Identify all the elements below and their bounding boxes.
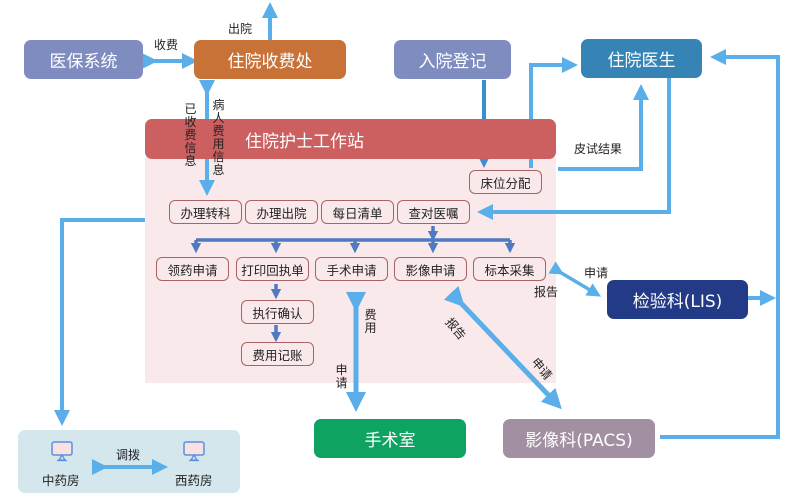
billing-office-node[interactable]: 住院收费处 [194, 40, 346, 79]
task-print-receipt[interactable]: 打印回执单 [236, 257, 309, 281]
doctor-node[interactable]: 住院医生 [581, 39, 702, 78]
edge-skintest-doctor [558, 84, 649, 171]
task-imaging-request[interactable]: 影像申请 [394, 257, 467, 281]
task-daily-list[interactable]: 每日清单 [321, 200, 394, 224]
task-drug-request[interactable]: 领药申请 [156, 257, 229, 281]
admission-node[interactable]: 入院登记 [394, 40, 511, 79]
edge-station-pharmacy [54, 218, 145, 426]
label-transfer: 调拨 [116, 448, 141, 462]
task-check-orders[interactable]: 查对医嘱 [397, 200, 470, 224]
label-surgery-fee: 费用 [364, 308, 377, 335]
label-charge: 收费 [154, 38, 179, 52]
label-lab-request: 申请 [584, 266, 609, 280]
edge-right-loop [660, 49, 780, 439]
label-skin-test-result: 皮试结果 [574, 142, 623, 156]
label-lab-report: 报告 [534, 285, 559, 299]
label-discharge: 出院 [228, 22, 253, 36]
chinese-pharmacy-label[interactable]: 中药房 [42, 473, 80, 488]
task-surgery-request[interactable]: 手术申请 [315, 257, 388, 281]
task-bed-assignment[interactable]: 床位分配 [469, 170, 542, 194]
label-surgery-request: 申请 [335, 363, 348, 390]
task-specimen-collection[interactable]: 标本采集 [473, 257, 546, 281]
western-pharmacy-label[interactable]: 西药房 [175, 473, 213, 488]
lab-node[interactable]: 检验科(LIS) [607, 280, 748, 319]
imaging-node[interactable]: 影像科(PACS) [503, 419, 655, 458]
task-fee-posting[interactable]: 费用记账 [241, 342, 314, 366]
task-execute-confirm[interactable]: 执行确认 [241, 300, 314, 324]
nurse-station-header[interactable]: 住院护士工作站 [145, 119, 556, 159]
label-patient-fee-info: 病人费用信息 [212, 98, 225, 177]
task-transfer-dept[interactable]: 办理转科 [169, 200, 242, 224]
surgery-node[interactable]: 手术室 [314, 419, 466, 458]
monitor-icon [183, 441, 205, 463]
medical-insurance-node[interactable]: 医保系统 [24, 40, 143, 79]
label-charged-info: 已收费信息 [184, 102, 197, 168]
monitor-icon [51, 441, 73, 463]
task-discharge[interactable]: 办理出院 [245, 200, 318, 224]
